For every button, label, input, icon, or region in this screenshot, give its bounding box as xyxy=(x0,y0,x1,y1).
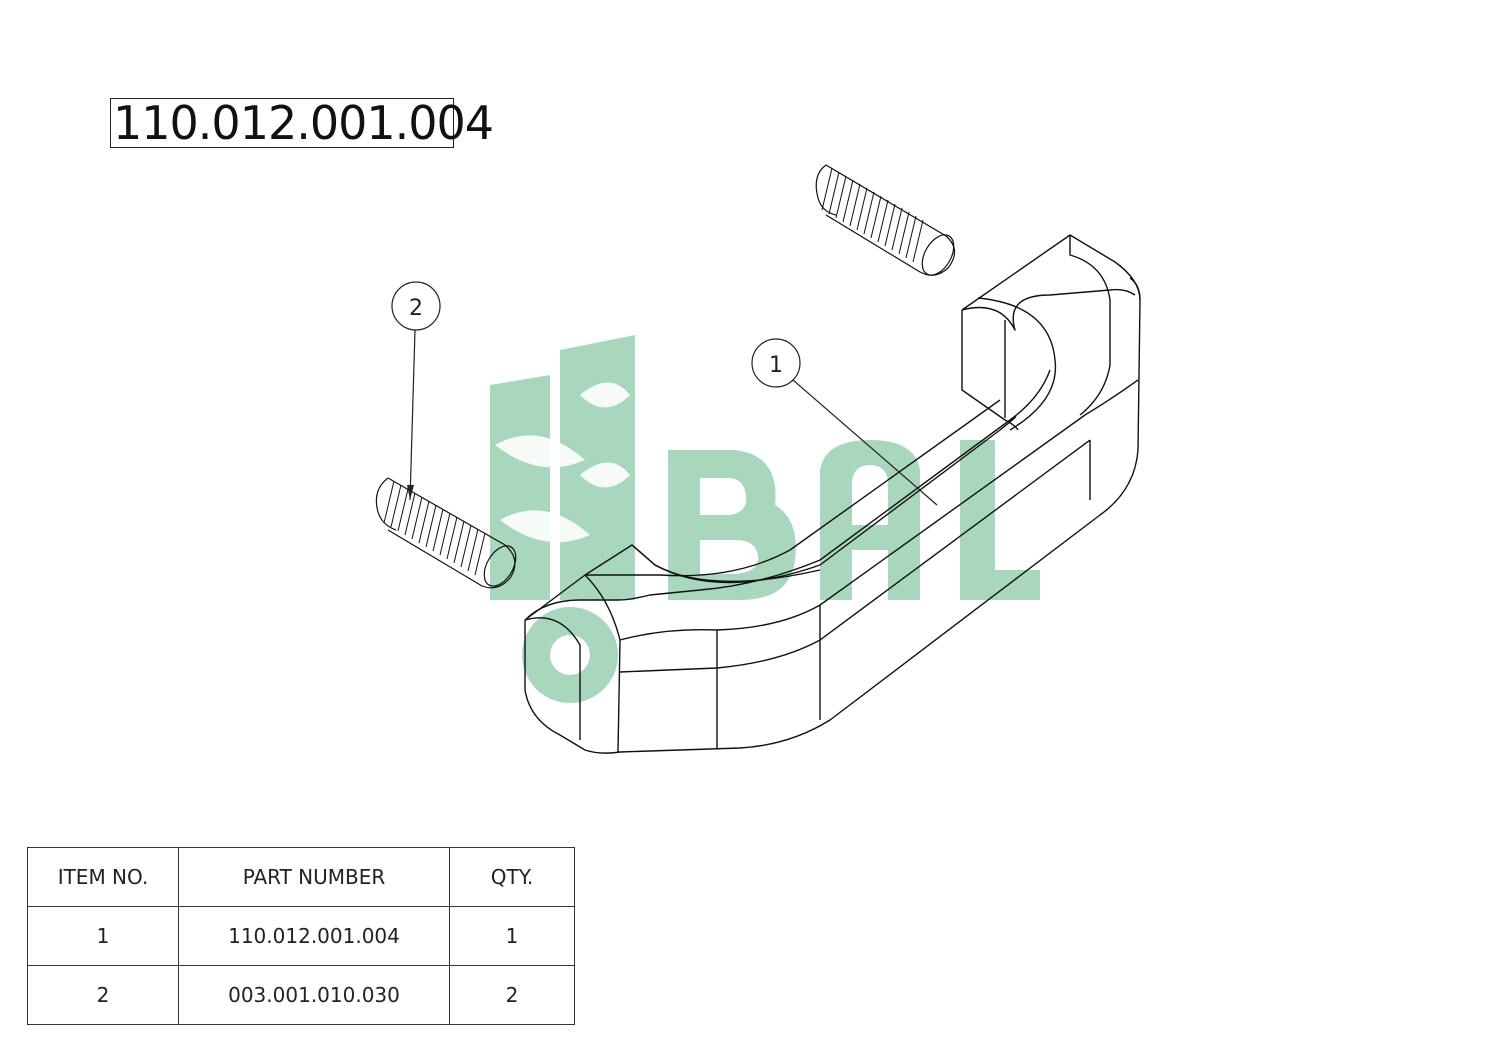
bill-of-materials-table: ITEM NO. PART NUMBER QTY. 1 110.012.001.… xyxy=(27,847,575,1025)
bom-part-number: 110.012.001.004 xyxy=(178,906,450,966)
bom-header-row: ITEM NO. PART NUMBER QTY. xyxy=(27,847,575,907)
callout-1-label: 1 xyxy=(769,353,783,378)
table-row: 1 110.012.001.004 1 xyxy=(27,906,575,966)
assembly-drawing: 1 2 xyxy=(375,164,1141,754)
bom-item-no: 2 xyxy=(27,965,179,1025)
drawing-number-title: 110.012.001.004 xyxy=(110,98,494,148)
bom-header-qty: QTY. xyxy=(449,847,575,907)
callout-1: 1 xyxy=(751,338,938,506)
thread-lines-lower xyxy=(383,480,486,576)
bom-qty: 1 xyxy=(449,906,575,966)
threaded-stud-lower xyxy=(375,477,517,589)
callout-2: 2 xyxy=(391,281,441,501)
bom-header-item-no: ITEM NO. xyxy=(27,847,179,907)
bom-item-no: 1 xyxy=(27,906,179,966)
callout-2-label: 2 xyxy=(409,296,423,321)
bom-header-part-number: PART NUMBER xyxy=(178,847,450,907)
bom-part-number: 003.001.010.030 xyxy=(178,965,450,1025)
bom-qty: 2 xyxy=(449,965,575,1025)
watermark-logo xyxy=(490,335,1040,703)
thread-lines-upper xyxy=(821,167,924,263)
handle-part xyxy=(524,234,1141,754)
table-row: 2 003.001.010.030 2 xyxy=(27,965,575,1025)
threaded-stud-upper xyxy=(815,164,956,276)
